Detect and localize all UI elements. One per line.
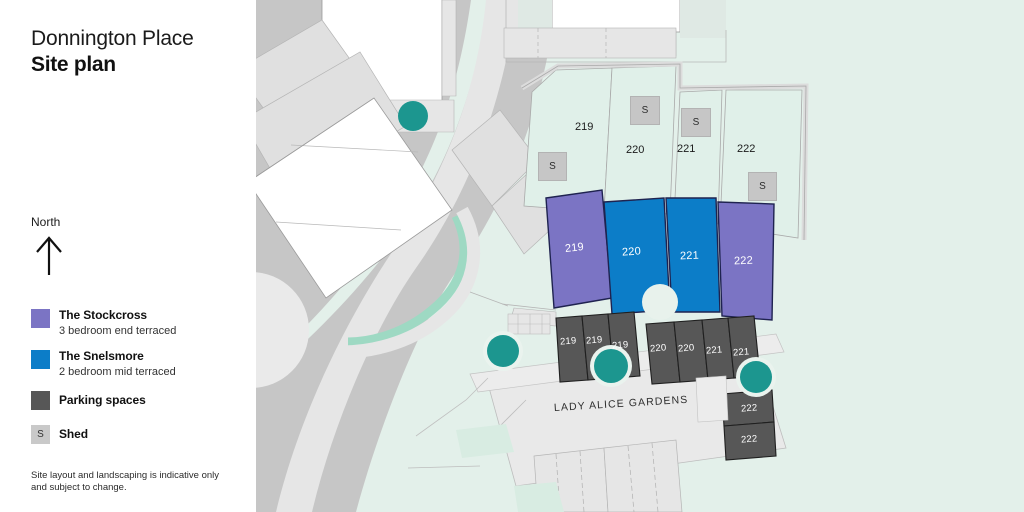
tree-icon-mid bbox=[594, 349, 628, 383]
tree-icon-left bbox=[487, 335, 519, 367]
neighbour-path-a bbox=[441, 0, 457, 97]
shed-glyph: S bbox=[37, 429, 44, 440]
garden-plot-222 bbox=[719, 89, 803, 239]
legend-label-parking: Parking spaces bbox=[59, 393, 146, 407]
verge-b bbox=[456, 424, 514, 458]
legend-desc-snelsmore: 2 bedroom mid terraced bbox=[59, 366, 176, 378]
rear-path bbox=[503, 27, 677, 59]
shed-222: S bbox=[748, 172, 777, 201]
disclaimer-text: Site layout and landscaping is indicativ… bbox=[31, 470, 220, 493]
shed-glyph-221: S bbox=[692, 117, 700, 128]
home-221 bbox=[665, 197, 721, 313]
development-name: Donnington Place bbox=[31, 27, 194, 50]
page-title: Donnington Place Site plan bbox=[31, 26, 194, 78]
building-divider-2 bbox=[275, 221, 402, 231]
shed-219: S bbox=[538, 152, 567, 181]
legend-swatch-shed: S bbox=[31, 425, 50, 444]
parking-block-222 bbox=[721, 389, 777, 461]
tree-icon-top bbox=[398, 101, 428, 131]
shed-glyph-220: S bbox=[641, 105, 649, 116]
roundabout-island bbox=[256, 272, 309, 388]
lower-bay-block-b bbox=[603, 439, 683, 512]
shed-glyph-219: S bbox=[549, 161, 556, 172]
legend-item-stockcross: The Stockcross 3 bedroom end terraced bbox=[31, 308, 236, 338]
home-222 bbox=[717, 201, 775, 321]
legend: The Stockcross 3 bedroom end terraced Th… bbox=[31, 308, 236, 458]
legend-label-stockcross: The Stockcross bbox=[59, 308, 147, 322]
tree-halo-1 bbox=[642, 284, 678, 320]
legend-label-snelsmore: The Snelsmore bbox=[59, 349, 144, 363]
site-map-vector bbox=[256, 0, 1024, 512]
legend-swatch-snelsmore bbox=[31, 350, 50, 369]
verge-a bbox=[514, 482, 564, 512]
hedge-path bbox=[341, 206, 481, 359]
garden-plot-220 bbox=[603, 65, 677, 215]
page-subtitle: Site plan bbox=[31, 53, 116, 76]
shed-glyph-222: S bbox=[759, 181, 766, 192]
legend-item-parking: Parking spaces bbox=[31, 390, 236, 410]
rear-path-divider bbox=[537, 28, 607, 58]
sidebar-panel: Donnington Place Site plan North The Sto… bbox=[0, 0, 256, 512]
shed-220: S bbox=[630, 96, 660, 125]
north-arrow-icon bbox=[33, 234, 67, 276]
legend-item-shed: S Shed bbox=[31, 424, 236, 444]
legend-desc-stockcross: 3 bedroom end terraced bbox=[59, 325, 177, 337]
neighbour-garden-b bbox=[680, 0, 726, 38]
site-map[interactable]: S S S S 219 220 221 222 219 220 221 222 … bbox=[256, 0, 1024, 512]
boundary-line-s bbox=[407, 465, 481, 469]
building-edge bbox=[256, 97, 375, 178]
home-219 bbox=[545, 189, 613, 309]
legend-swatch-parking bbox=[31, 391, 50, 410]
plot-boundary-line bbox=[521, 63, 807, 241]
building-divider-1 bbox=[290, 144, 419, 153]
legend-item-snelsmore: The Snelsmore 2 bedroom mid terraced bbox=[31, 349, 236, 379]
boundary-line-w bbox=[469, 291, 509, 307]
street-west-edge bbox=[415, 377, 489, 437]
neighbour-building-c bbox=[551, 0, 681, 33]
legend-swatch-stockcross bbox=[31, 309, 50, 328]
legend-label-shed: Shed bbox=[59, 427, 88, 441]
front-path-line bbox=[501, 303, 557, 311]
pavement-222 bbox=[695, 375, 729, 423]
shed-221: S bbox=[681, 108, 711, 137]
paving-texture bbox=[507, 313, 551, 335]
tree-icon-right bbox=[740, 361, 772, 393]
hedge-green bbox=[347, 214, 469, 347]
compass-label: North bbox=[31, 215, 61, 229]
road-pavement bbox=[276, 0, 516, 512]
